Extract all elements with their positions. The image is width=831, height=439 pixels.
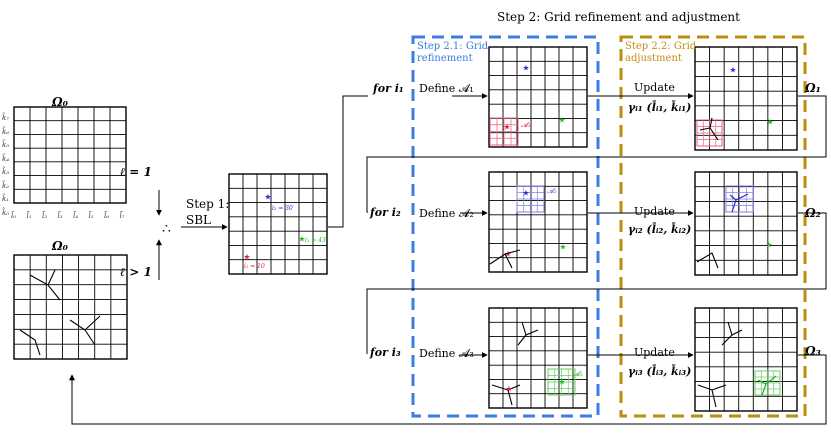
- row3-omega-label: Ω₃: [805, 344, 821, 358]
- step21-line1: Step 2.1: Grid: [417, 41, 489, 52]
- sbl-green-star: ★: [298, 235, 305, 244]
- k-tick-label: k̃₆: [2, 127, 10, 136]
- step21-box: [411, 35, 600, 418]
- l-tick-label: l̃₁: [26, 212, 32, 220]
- sbl-point-blue-label: i₂ = 30: [272, 205, 293, 212]
- l-tick-label: l̃₂: [42, 212, 48, 220]
- row2-update-fine-grid: [725, 185, 754, 213]
- row2-gamma-label: γᵢ₂ (l̄ᵢ₂, k̄ᵢ₂): [628, 223, 692, 236]
- row1-define-grid: [488, 46, 588, 148]
- row1-define-label: Define 𝓐₁: [419, 82, 474, 95]
- row3-define-curve-2: [491, 384, 521, 406]
- row2-for-label: for i₂: [370, 206, 401, 219]
- row1-update-fine-grid: [696, 119, 723, 147]
- row3-define-fine-grid: [547, 368, 576, 396]
- step2-title: Step 2: Grid refinement and adjustment: [497, 10, 740, 24]
- l-tick-label: l̃₆: [104, 212, 110, 220]
- omega0-bottom-curve-3: [19, 329, 41, 356]
- step1-line2: SBL: [186, 213, 212, 227]
- row2-omega-label: Ω₂: [805, 206, 821, 220]
- row1-a-mark: 𝓐₁: [521, 121, 531, 129]
- k-tick-label: k̃₁: [2, 195, 10, 203]
- step21-line2: refinement: [417, 53, 473, 64]
- step1-label: Step 1: SBL: [186, 196, 229, 228]
- row3-update-curve-3: [757, 375, 777, 396]
- row2-define-blue-star: ★: [522, 189, 529, 198]
- row2-define-label: Define 𝓐₂: [419, 207, 474, 220]
- omega0-bottom-grid: [13, 254, 128, 360]
- dots-label: ∴: [162, 221, 171, 237]
- omega0-top-label: Ω₀: [52, 95, 68, 109]
- sbl-point-green-label: i₃ = 43: [305, 237, 326, 244]
- row1-gamma-label: γᵢ₁ (l̄ᵢ₁, k̄ᵢ₁): [628, 101, 692, 114]
- k-tick-label: k̃₇: [2, 114, 10, 122]
- step22-box: [619, 35, 807, 418]
- row3-gamma-label: γᵢ₃ (l̄ᵢ₃, k̄ᵢ₃): [628, 365, 692, 378]
- step22-line1: Step 2.2: Grid: [625, 41, 697, 52]
- row1-update-label: Update: [634, 81, 675, 94]
- omega0-top-grid: [13, 106, 127, 204]
- row3-update-curve-1: [721, 321, 743, 346]
- row2-update-green-star: ★: [765, 241, 772, 250]
- l-tick-label: l̃₃: [57, 212, 63, 220]
- row2-update-curve: [729, 193, 749, 213]
- row3-a-mark: 𝓐₃: [573, 370, 583, 378]
- k-tick-label: k̃₅: [2, 141, 10, 149]
- omega0-bottom-curve-2: [69, 315, 101, 346]
- l-gt-1-label: ℓ > 1: [120, 265, 152, 279]
- row3-update-label: Update: [634, 346, 675, 359]
- row3-define-label: Define 𝓐₃: [419, 347, 474, 360]
- omega0-bottom-label: Ω₀: [52, 239, 68, 253]
- row1-define-red-star: ★: [503, 123, 510, 132]
- row3-define-grid: [488, 307, 588, 409]
- k-tick-label: k̃₀: [2, 208, 10, 217]
- row2-update-label: Update: [634, 205, 675, 218]
- connectors: [69, 93, 827, 425]
- row2-define-green-star: ★: [559, 243, 566, 252]
- row1-omega-label: Ω₁: [805, 81, 821, 95]
- sbl-red-star: ★: [243, 253, 250, 262]
- row1-update-curve: [699, 117, 719, 141]
- sbl-blue-star: ★: [264, 193, 271, 202]
- row3-define-red-star: ★: [505, 385, 512, 394]
- l-tick-label: l̃₇: [119, 212, 125, 220]
- step22-line2: adjustment: [625, 53, 682, 64]
- l-eq-1-label: ℓ = 1: [120, 165, 152, 179]
- row1-for-label: for i₁: [373, 82, 404, 95]
- sbl-point-red-label: i₁ = 10: [244, 263, 265, 270]
- row1-define-blue-star: ★: [522, 64, 529, 73]
- l-tick-label: l̃₀: [11, 212, 17, 220]
- k-tick-label: k̃₄: [2, 154, 10, 163]
- row3-update-curve-2: [697, 384, 727, 408]
- l-tick-label: l̃₄: [73, 212, 79, 220]
- row2-define-red-star: ★: [504, 250, 511, 259]
- step22-label: Step 2.2: Grid adjustment: [625, 41, 696, 65]
- omega0-bottom-curve-1: [29, 269, 61, 301]
- row2-define-curve: [489, 249, 521, 269]
- row1-update-grid: [694, 46, 798, 151]
- sbl-grid: [228, 173, 328, 275]
- step21-label: Step 2.1: Grid refinement: [417, 41, 488, 65]
- row3-define-green-star: ★: [558, 378, 565, 387]
- l-tick-label: l̃₅: [88, 212, 94, 220]
- row1-update-blue-star: ★: [729, 66, 736, 75]
- row2-a-mark: 𝓐₂: [547, 187, 557, 195]
- row3-define-curve-1: [517, 321, 539, 346]
- row1-define-fine-grid: [489, 117, 519, 146]
- row2-define-fine-grid: [516, 185, 545, 213]
- row1-define-green-star: ★: [558, 116, 565, 125]
- step1-line1: Step 1:: [186, 197, 230, 211]
- row3-update-grid: [694, 307, 798, 412]
- row2-update-curve-2: [696, 252, 719, 269]
- k-tick-label: k̃₂: [2, 181, 10, 190]
- row1-update-green-star: ★: [766, 118, 773, 127]
- k-tick-label: k̃₃: [2, 168, 10, 176]
- row3-for-label: for i₃: [370, 346, 401, 359]
